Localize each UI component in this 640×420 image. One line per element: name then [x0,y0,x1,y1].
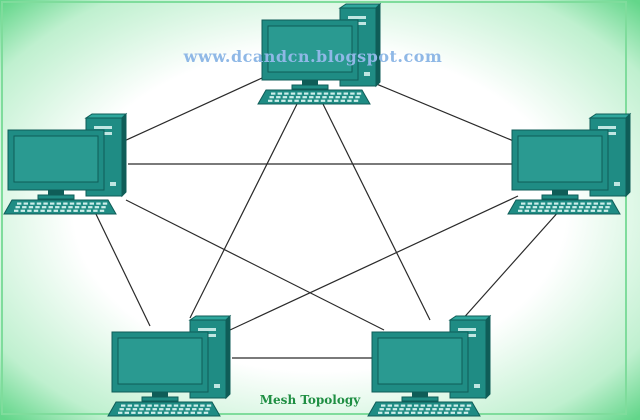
desktop-computer-icon [507,112,632,215]
desktop-computer-icon [3,112,128,215]
diagram-caption: Mesh Topology [259,393,361,407]
keyboard [257,89,371,105]
monitor-screen [517,135,603,183]
desktop-computer-icon [367,314,492,417]
computer-bottom-left [107,314,232,417]
monitor-stand [412,392,428,398]
monitor-stand [48,190,64,196]
link-left-to-bottom-left [93,209,151,327]
monitor-stand [152,392,168,398]
link-left-to-bottom-right [125,199,385,331]
monitor-screen [267,25,353,73]
desktop-computer-icon [107,314,232,417]
monitor-stand [552,190,568,196]
link-top-to-bottom-left [189,97,301,319]
link-right-to-bottom-left [229,195,519,331]
monitor-screen [13,135,99,183]
watermark-url: www.dcandcn.blogspot.com [183,47,443,66]
mesh-nodes [3,2,632,417]
computer-top [257,2,382,105]
computer-left [3,112,128,215]
link-top-to-right [361,77,517,143]
computer-bottom-right [367,314,492,417]
link-top-to-left [121,77,263,143]
mesh-links [93,77,561,359]
link-right-to-bottom-right [459,209,561,323]
monitor-screen [117,337,203,385]
monitor-screen [377,337,463,385]
monitor-stand [302,80,318,86]
desktop-computer-icon [257,2,382,105]
link-top-to-bottom-right [319,97,431,321]
computer-right [507,112,632,215]
